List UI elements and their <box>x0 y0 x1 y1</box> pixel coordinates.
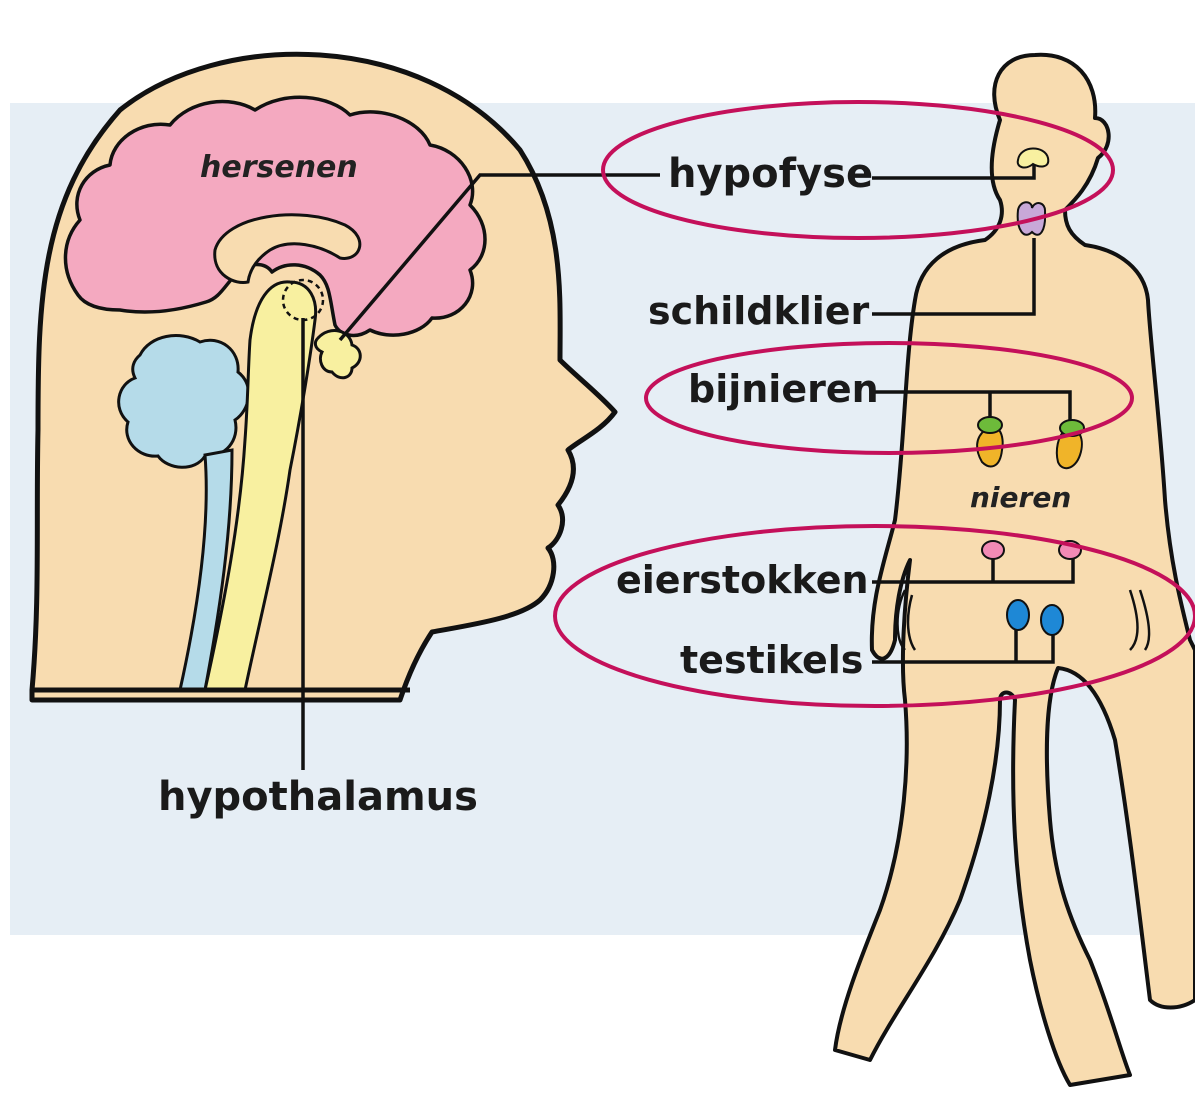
cerebellum <box>119 336 249 468</box>
label-testikels: testikels <box>680 638 863 682</box>
label-bijnieren: bijnieren <box>688 367 879 411</box>
testis-right <box>1041 605 1063 635</box>
testis-left <box>1007 600 1029 630</box>
ovary-left <box>982 541 1004 559</box>
adrenal-left <box>978 417 1002 433</box>
label-nieren: nieren <box>970 481 1071 514</box>
label-hypothalamus: hypothalamus <box>158 774 478 820</box>
label-hypofyse: hypofyse <box>668 151 873 197</box>
pituitary-gland-body <box>1018 148 1049 167</box>
label-hersenen: hersenen <box>200 150 358 185</box>
label-schildklier: schildklier <box>648 289 870 333</box>
label-eierstokken: eierstokken <box>616 558 869 602</box>
